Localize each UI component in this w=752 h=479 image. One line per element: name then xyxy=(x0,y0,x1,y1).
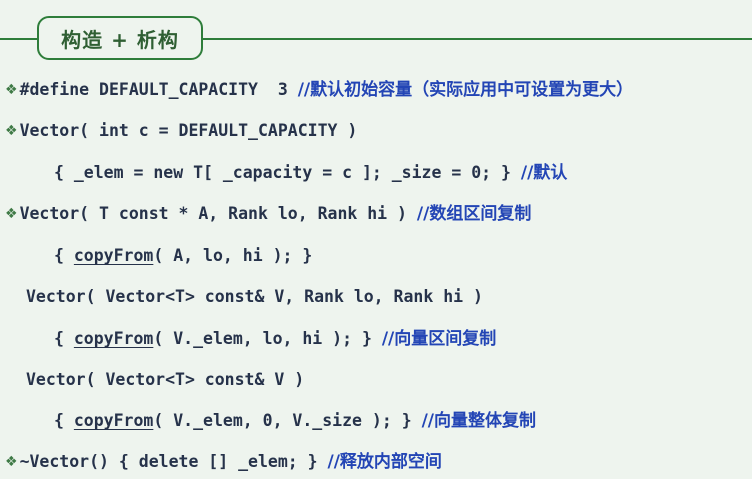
code-line-copy-body: { copyFrom( V._elem, 0, V._size ); } //向… xyxy=(54,410,536,432)
copyfrom-link[interactable]: copyFrom xyxy=(73,411,154,430)
code-text: { xyxy=(54,246,74,265)
code-text: { _elem = new T[ _capacity = c ]; _size … xyxy=(54,163,521,182)
title-rule xyxy=(0,38,752,40)
code-comment: //向量区间复制 xyxy=(381,329,497,349)
code-text: ~Vector() { delete [] _elem; } xyxy=(19,452,328,471)
code-comment: //向量整体复制 xyxy=(421,411,536,431)
code-line-default-body: { _elem = new T[ _capacity = c ]; _size … xyxy=(54,162,567,184)
code-text: #define DEFAULT_CAPACITY 3 xyxy=(19,80,298,99)
code-text: { xyxy=(54,411,74,430)
copyfrom-link[interactable]: copyFrom xyxy=(73,246,154,265)
code-line-define: ❖#define DEFAULT_CAPACITY 3 //默认初始容量（实际应… xyxy=(5,79,633,101)
diamond-bullet-icon: ❖ xyxy=(5,123,18,139)
code-text: ( A, lo, hi ); } xyxy=(153,246,313,265)
diamond-bullet-icon: ❖ xyxy=(5,206,18,222)
code-line-range-body: { copyFrom( V._elem, lo, hi ); } //向量区间复… xyxy=(54,328,496,350)
code-line-default-ctor: ❖Vector( int c = DEFAULT_CAPACITY ) xyxy=(5,120,357,142)
code-text: ( V._elem, 0, V._size ); } xyxy=(153,411,422,430)
code-line-array-ctor: ❖Vector( T const * A, Rank lo, Rank hi )… xyxy=(5,203,531,225)
code-text: { xyxy=(54,329,74,348)
code-comment: //数组区间复制 xyxy=(416,204,532,224)
code-text: Vector( Vector<T> const& V, Rank lo, Ran… xyxy=(26,287,483,306)
code-text: Vector( Vector<T> const& V ) xyxy=(26,370,305,389)
code-text: ( V._elem, lo, hi ); } xyxy=(153,329,382,348)
code-text: Vector( T const * A, Rank lo, Rank hi ) xyxy=(19,204,417,223)
code-comment: //释放内部空间 xyxy=(327,452,442,472)
code-comment: //默认初始容量（实际应用中可设置为更大） xyxy=(297,80,634,100)
diamond-bullet-icon: ❖ xyxy=(5,454,18,470)
code-line-destructor: ❖~Vector() { delete [] _elem; } //释放内部空间 xyxy=(5,451,442,473)
copyfrom-link[interactable]: copyFrom xyxy=(73,329,154,348)
code-comment: //默认 xyxy=(520,163,568,183)
code-line-range-ctor: Vector( Vector<T> const& V, Rank lo, Ran… xyxy=(26,286,483,308)
code-text: Vector( int c = DEFAULT_CAPACITY ) xyxy=(19,121,358,140)
slide-title: 构造 + 析构 xyxy=(37,16,203,60)
code-line-copy-ctor: Vector( Vector<T> const& V ) xyxy=(26,369,304,391)
diamond-bullet-icon: ❖ xyxy=(5,82,18,98)
code-line-array-body: { copyFrom( A, lo, hi ); } xyxy=(54,245,312,267)
